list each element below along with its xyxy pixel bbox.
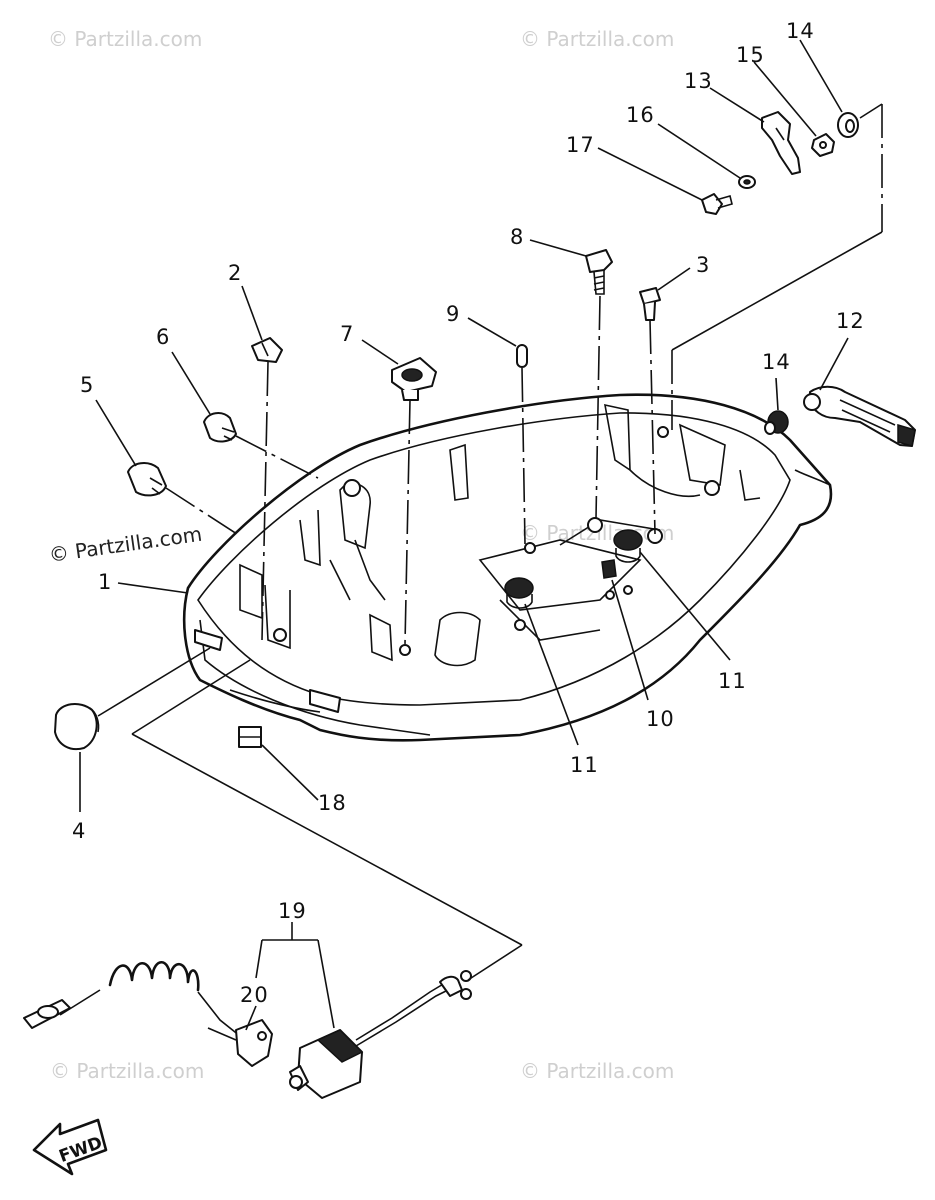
callout-7: 7: [340, 322, 354, 346]
callout-15: 15: [736, 43, 765, 67]
callout-10: 10: [646, 707, 675, 731]
fwd-label: FWD: [56, 1133, 105, 1167]
watermark-bottom-right: © Partzilla.com: [520, 1059, 674, 1083]
callout-14-top: 14: [786, 19, 815, 43]
part-13-bracket: [761, 111, 801, 175]
leader-lines: [79, 39, 883, 1031]
part-4-plug: [54, 703, 100, 751]
callout-11-right: 11: [718, 669, 747, 693]
part-17-bolt: [701, 193, 733, 215]
part-9-pin: [516, 344, 528, 368]
callout-18: 18: [318, 791, 347, 815]
callout-20: 20: [240, 983, 269, 1007]
part-8-screw: [585, 249, 613, 295]
part-14-collar-middle: [764, 410, 789, 435]
part-2-clip: [251, 337, 283, 363]
watermark-top-left: © Partzilla.com: [48, 27, 202, 51]
part-19-stop-switch-assembly: [289, 970, 472, 1099]
callout-19: 19: [278, 899, 307, 923]
part-18-label: [238, 726, 262, 748]
part-11-mount-left: [504, 577, 534, 609]
part-3-bolt: [639, 287, 661, 321]
callout-16: 16: [626, 103, 655, 127]
callout-4: 4: [72, 819, 86, 843]
bottom-cowling-part-1: [182, 393, 833, 742]
part-10-grommet: [601, 559, 617, 579]
part-5-grommet: [127, 462, 167, 497]
part-6-grommet: [203, 412, 237, 443]
callout-6: 6: [156, 325, 170, 349]
part-14-collar-top: [837, 112, 859, 138]
part-16-washer: [738, 175, 756, 189]
fwd-arrow-icon: FWD: [32, 1118, 108, 1176]
callout-12: 12: [836, 309, 865, 333]
part-12-handle: [803, 385, 916, 447]
watermark-middle-left: © Partzilla.com: [47, 522, 203, 567]
callout-5: 5: [80, 373, 94, 397]
watermark-bottom-left: © Partzilla.com: [50, 1059, 204, 1083]
callout-14-middle: 14: [762, 350, 791, 374]
callout-13: 13: [684, 69, 713, 93]
callout-2: 2: [228, 261, 242, 285]
callout-17: 17: [566, 133, 595, 157]
part-15-nut: [811, 133, 835, 157]
part-20-lanyard-clip: [23, 960, 273, 1067]
callouts: 1 2 3 4 5 6 7 8 9 10 11 11 12 13 14 14 1…: [72, 19, 865, 1007]
callout-9: 9: [446, 302, 460, 326]
watermark-top-right: © Partzilla.com: [520, 27, 674, 51]
callout-3: 3: [696, 253, 710, 277]
part-11-mount-right: [613, 529, 643, 563]
callout-8: 8: [510, 225, 524, 249]
callout-11-left: 11: [570, 753, 599, 777]
callout-1: 1: [98, 570, 112, 594]
part-7-cap: [391, 357, 437, 401]
